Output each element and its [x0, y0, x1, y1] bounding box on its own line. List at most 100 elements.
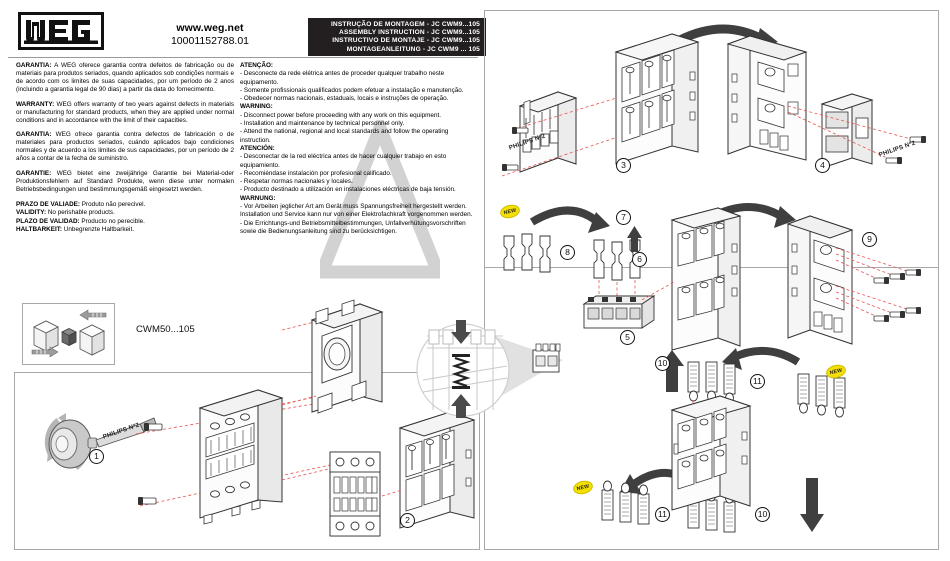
document-header: www.weg.net 10001152788.01 INSTRUÇÃO DE …: [8, 8, 486, 56]
warranty-pt: GARANTIA: A WEG oferece garantia contra …: [16, 62, 234, 94]
header-divider: [8, 57, 478, 58]
title-de: MONTAGEANLEITUNG - JC CWM9 ... 105: [346, 45, 480, 53]
terminals-top-removed: [687, 361, 736, 404]
warning-en-label: WARNING:: [240, 103, 273, 111]
validity-en-body: No perishable products.: [46, 209, 115, 217]
document-code: 10001152788.01: [170, 35, 250, 47]
warning-triangle-watermark: [320, 120, 440, 279]
warning-de-item-2: - Die Errichtungs-und Betriebsmittelbest…: [240, 219, 466, 235]
step5to9-diagram: [503, 203, 921, 351]
safety-warning-column: ATENÇÃO: - Desconecte da rede elétrica a…: [240, 62, 480, 236]
screw-lower-icon: [138, 497, 157, 505]
step-marker-5: 5: [620, 330, 635, 345]
press-arrows-icon: [451, 320, 471, 418]
transfer-arrow-8to6: [529, 206, 610, 233]
warning-es-item-1: - Desconectar de la red eléctrica antes …: [240, 153, 447, 169]
guide-step5-body: [641, 281, 675, 301]
screw-step4-lower-icon: [885, 157, 902, 164]
validity-pt-label: PRAZO DE VALIADE:: [16, 200, 81, 208]
guide-step4-lower: [787, 111, 901, 165]
insert-arrow-bottom-step10: [800, 478, 824, 532]
validity-de-label: HALTBARKEIT:: [16, 226, 63, 234]
legend-cube-center: [61, 328, 77, 347]
guide-step2-upper: [281, 321, 315, 331]
contactor-body-step9: [786, 215, 854, 345]
step2-diagram: [281, 299, 476, 537]
legend-arrow-right-icon: [31, 346, 59, 358]
screw-step3-lower-icon: [502, 164, 519, 171]
validity-es: PLAZO DE VALIDAD: Producto no perecible.: [16, 218, 234, 227]
spring-icon: [451, 356, 471, 388]
guide-line-lower: [139, 455, 373, 507]
step-marker-10-bottom: 10: [755, 507, 770, 522]
step-marker-6: 6: [632, 252, 647, 267]
aux-block-step4: [820, 93, 874, 169]
validity-en-label: VALIDITY:: [16, 209, 47, 217]
warning-de-item-1: - Vor Arbeiten jeglicher Art am Gerät mu…: [240, 203, 473, 219]
warranty-pt-label: GARANTIA:: [16, 62, 52, 69]
validity-es-body: Producto no perecible.: [79, 217, 145, 225]
warranty-de-label: GARANTIE:: [16, 170, 52, 178]
warning-de-label: WARNUNG:: [240, 194, 276, 202]
contactor-body-step3: [614, 33, 700, 165]
warranty-en-body: WEG offers warranty of two years against…: [16, 100, 234, 124]
warning-es-item-2: - Recomiéndase instalación por profesion…: [240, 169, 392, 177]
guide-step3-upper: [511, 83, 663, 131]
contactor-body-step4: [726, 35, 808, 161]
warning-pt-item-1: - Desconecte da rede elétrica antes de p…: [240, 70, 445, 86]
warranty-es-label: GARANTIA:: [16, 131, 52, 139]
warranty-en-label: WARRANTY:: [16, 100, 55, 108]
step10to11-diagram: [601, 346, 846, 533]
validity-es-label: PLAZO DE VALIDAD:: [16, 217, 80, 225]
validity-pt: PRAZO DE VALIADE: Produto não perecivel.: [16, 201, 234, 210]
philips-screwdriver-icon: [48, 417, 157, 469]
guide-step4-upper: [787, 105, 923, 143]
weg-logo-mark: [24, 18, 98, 44]
legend-cube-left: [33, 320, 59, 352]
contactor-body-step1: [198, 389, 284, 525]
screw-step3-upper-icon: [512, 127, 529, 134]
warranty-de: GARANTIE: WEG bietet eine zweijährige Ga…: [16, 170, 234, 194]
screw-step4-upper-icon: [909, 136, 926, 143]
step-marker-8: 8: [560, 245, 575, 260]
panel-legend-box: [22, 303, 115, 365]
warning-es-label: ATENCIÓN:: [240, 144, 275, 152]
step-marker-4: 4: [815, 158, 830, 173]
model-label: CWM50...105: [136, 324, 195, 335]
warning-en-item-2: - Installation and maintenance by techni…: [240, 120, 405, 128]
connector-block-step5: [582, 295, 656, 329]
step-marker-7: 7: [616, 210, 631, 225]
guide-step2-join: [381, 489, 403, 497]
warning-es-item-4: - Producto destinado a utilización en in…: [240, 186, 456, 194]
validity-en: VALIDITY: No perishable products.: [16, 209, 234, 218]
step-marker-9: 9: [862, 232, 877, 247]
warning-es-item-3: - Respetar normas nacionales y locales.: [240, 178, 353, 186]
warning-pt-item-3: - Obedecer normas nacionais, estaduais, …: [240, 95, 449, 103]
warranty-es-body: WEG ofrece garantia contra defectos de f…: [16, 131, 234, 163]
warranty-text-column: GARANTIA: A WEG oferece garantia contra …: [16, 62, 234, 235]
warranty-pt-body: A WEG oferece garantia contra defeitos d…: [16, 62, 234, 94]
warranty-de-body: WEG bietet eine zweijährige Garantie bei…: [16, 170, 234, 194]
step-marker-2: 2: [400, 513, 415, 528]
step-marker-1: 1: [89, 449, 104, 464]
transfer-arrow-top-11: [722, 346, 801, 370]
warranty-en: WARRANTY: WEG offers warranty of two yea…: [16, 101, 234, 125]
validity-pt-body: Produto não perecivel.: [80, 200, 146, 208]
terminals-top-new: [797, 373, 846, 418]
contactor-body-mid: [670, 207, 742, 351]
weg-logo: [18, 12, 104, 50]
warning-en-item-3: - Attend the national, regional and loca…: [240, 128, 449, 144]
contactor-body-step10: [670, 395, 752, 511]
guide-clip-insert: [598, 280, 636, 306]
title-en: ASSEMBLY INSTRUCTION - JC CWM9...105: [339, 29, 480, 37]
screw-upper-icon: [144, 423, 163, 431]
warranty-es: GARANTIA: WEG ofrece garantia contra def…: [16, 131, 234, 163]
guide-line-right-lower: [281, 461, 359, 481]
assembled-unit-step2: [398, 411, 476, 529]
title-block: INSTRUÇÃO DE MONTAGEM - JC CWM9...105 AS…: [308, 18, 486, 56]
warning-pt-label: ATENÇÃO:: [240, 62, 274, 69]
guide-step3-lower: [501, 121, 663, 177]
warning-en-item-1: - Disconnect power before proceeding wit…: [240, 111, 441, 119]
coil-assembly: [310, 299, 384, 414]
